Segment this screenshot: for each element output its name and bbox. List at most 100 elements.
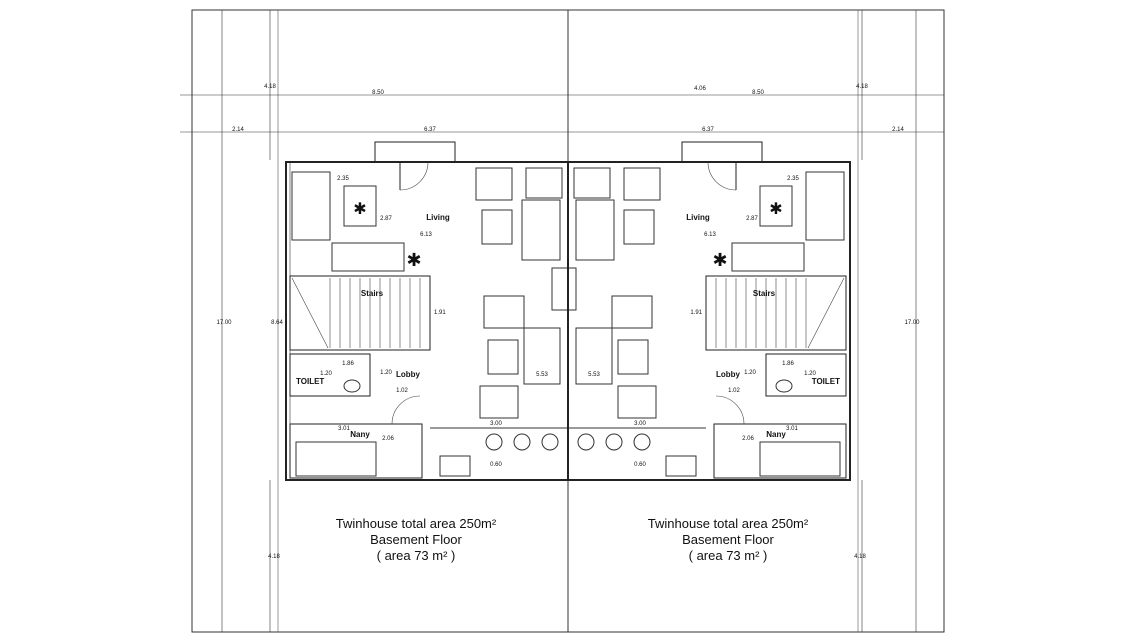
wash-basin (775, 379, 793, 393)
bar-stool (577, 433, 595, 451)
room-lobby: Lobby (716, 370, 741, 379)
dining-table (617, 339, 649, 375)
wash-basin (343, 379, 361, 393)
toilet-room (289, 353, 371, 397)
room-nany: Nany (350, 430, 370, 439)
area-caption-line1: Twinhouse total area 250m² (648, 516, 809, 531)
dim-right-bottom: 4.18 (854, 554, 866, 560)
area-caption-line2: Basement Floor (370, 532, 462, 547)
bed (295, 441, 377, 477)
coffee-table (343, 185, 377, 227)
bar-stool (633, 433, 651, 451)
dim-counter: 0.60 (490, 462, 502, 468)
coffee-table (759, 185, 793, 227)
side-table (481, 209, 513, 245)
room-lobby: Lobby (396, 370, 421, 379)
dim-right-top: 4.18 (856, 84, 868, 90)
kitchen-sink (665, 455, 697, 477)
armchair (521, 199, 561, 261)
side-table (623, 209, 655, 245)
entry-door-swing (399, 161, 429, 191)
dim-toilet-width: 1.86 (342, 361, 354, 367)
room-stairs: Stairs (753, 289, 776, 298)
dim-stairs-depth: 1.91 (690, 310, 702, 316)
house-outline (567, 161, 851, 481)
dim-toilet-width: 1.86 (782, 361, 794, 367)
room-toilet: TOILET (296, 377, 324, 386)
dim-sofa-depth: 2.87 (746, 216, 758, 222)
plant-pot-icon: ✱ (406, 250, 421, 270)
dim-hall-width: 3.00 (634, 421, 646, 427)
dim-inner-height: 8.64 (271, 320, 283, 326)
dim-lobby-b: 1.02 (728, 388, 740, 394)
house-outline (285, 161, 569, 481)
kitchen-sink (439, 455, 471, 477)
sofa-bottom (731, 242, 805, 272)
sofa (805, 171, 845, 241)
dim-counter: 0.60 (634, 462, 646, 468)
nany-room (289, 423, 423, 479)
armchair (475, 167, 513, 201)
bar-stool (485, 433, 503, 451)
plant-icon: ✱ (769, 201, 782, 218)
cabinet (573, 167, 611, 199)
armchair (575, 199, 615, 261)
room-living: Living (426, 213, 450, 222)
dim-total-height-left: 17.00 (216, 320, 232, 326)
stair-treads (291, 277, 421, 349)
dim-sofa-width: 2.35 (787, 176, 799, 182)
dim-table: 5.53 (588, 372, 600, 378)
bed (759, 441, 841, 477)
cabinet (525, 167, 563, 199)
elevator-shaft (551, 267, 577, 311)
dim-stairs-depth: 1.91 (434, 310, 446, 316)
dim-nany-width: 3.01 (338, 426, 350, 432)
area-caption-line1: Twinhouse total area 250m² (336, 516, 497, 531)
dim-lobby-a: 1.20 (380, 370, 392, 376)
dim-living-width: 6.13 (420, 232, 432, 238)
plant-icon: ✱ (353, 201, 366, 218)
dim-toilet-depth: 1.20 (804, 371, 816, 377)
dim-toilet-depth: 1.20 (320, 371, 332, 377)
dining-table (487, 339, 519, 375)
bar-stool (541, 433, 559, 451)
dim-nany-width: 3.01 (786, 426, 798, 432)
dim-lobby-a: 1.20 (744, 370, 756, 376)
sofa-bottom (331, 242, 405, 272)
unit-right: 8.50 2.14 6.37 ✱ ✱ Living 2.35 2.87 6.13… (567, 90, 904, 563)
dim-total-height-right: 17.00 (904, 320, 920, 326)
area-caption-line3: ( area 73 m² ) (377, 548, 456, 563)
toilet-room (765, 353, 847, 397)
dim-lobby-b: 1.02 (396, 388, 408, 394)
unit-left: 8.50 2.14 6.37 ✱ ✱ Living 2.35 2.87 6.13… (232, 90, 577, 563)
dim-unit-width: 8.50 (372, 90, 384, 96)
room-stairs: Stairs (361, 289, 384, 298)
entrance-porch (681, 141, 763, 163)
nany-room (713, 423, 847, 479)
plant-pot-icon: ✱ (712, 250, 727, 270)
lobby-door-swing (391, 395, 421, 425)
room-living: Living (686, 213, 710, 222)
dim-setback: 2.14 (232, 127, 244, 133)
armchair (617, 385, 657, 419)
dim-sofa-width: 2.35 (337, 176, 349, 182)
dim-table: 5.53 (536, 372, 548, 378)
stair-treads (715, 277, 845, 349)
stairs (289, 275, 431, 351)
dim-living-width: 6.13 (704, 232, 716, 238)
entry-door-swing (707, 161, 737, 191)
dim-nany-depth: 2.06 (742, 436, 754, 442)
dim-center-top: 4.06 (694, 86, 706, 92)
overall-dimensions (180, 10, 944, 632)
armchair (479, 385, 519, 419)
armchair (623, 167, 661, 201)
dim-hall-width: 3.00 (490, 421, 502, 427)
stairs (705, 275, 847, 351)
dim-left-top: 4.18 (264, 84, 276, 90)
dim-house-width: 6.37 (702, 127, 714, 133)
lobby-door-swing (715, 395, 745, 425)
armchair (611, 295, 653, 329)
sofa (291, 171, 331, 241)
dim-sofa-depth: 2.87 (380, 216, 392, 222)
